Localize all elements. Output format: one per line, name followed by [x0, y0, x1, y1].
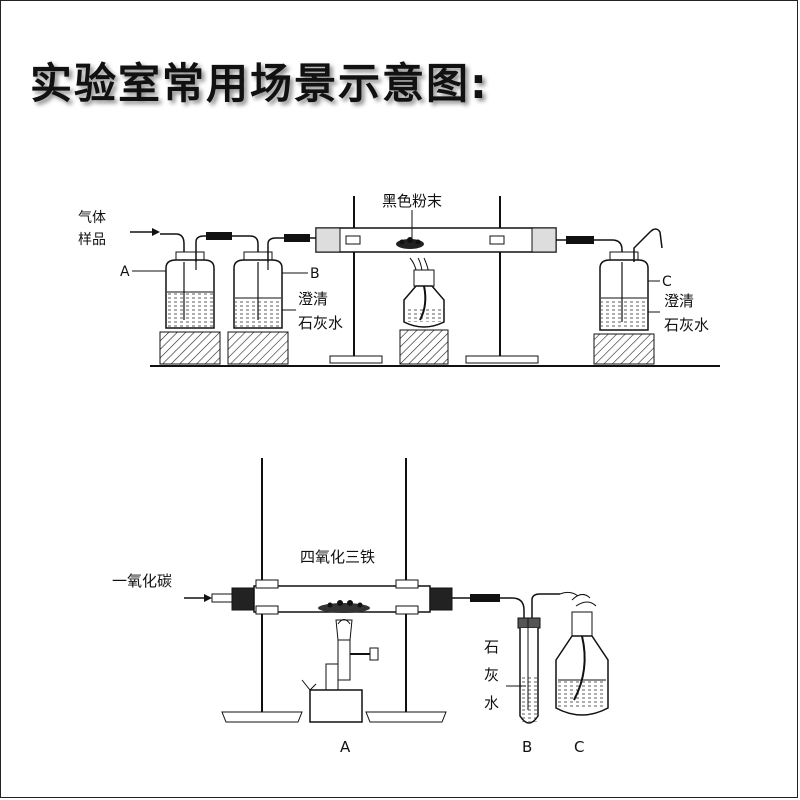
label-b-bottom: B — [522, 738, 532, 756]
co-inlet-arrow — [184, 594, 212, 602]
limewater-label-3: 水 — [484, 694, 499, 712]
connector-b-reactor — [284, 234, 310, 242]
connector-bottom — [470, 594, 500, 602]
lamp-c-bottom — [555, 591, 609, 716]
label-c-bottom: C — [574, 738, 584, 756]
block-a — [159, 331, 221, 365]
bottle-a — [159, 251, 221, 365]
limewater-c-label-2: 石灰水 — [664, 316, 709, 334]
tube-reactor-c — [556, 239, 623, 262]
block-c — [593, 333, 655, 365]
iron-oxide-label: 四氧化三铁 — [300, 548, 375, 566]
label-a-bottom: A — [340, 738, 351, 756]
bottle-b — [227, 251, 289, 365]
black-powder-pile — [396, 237, 424, 249]
connector-a-b — [206, 232, 232, 240]
top-apparatus: 气体 样品 A B 澄清 — [78, 192, 720, 367]
iron-stand-right — [465, 196, 539, 364]
gas-sample-label-2: 样品 — [78, 232, 106, 248]
limewater-label-2: 灰 — [484, 666, 499, 684]
block-b — [227, 331, 289, 365]
label-b-top: B — [310, 266, 320, 282]
lamp-a-bottom — [301, 619, 379, 723]
reaction-tube — [315, 227, 557, 253]
limewater-label-1: 石 — [484, 638, 499, 656]
bottom-reaction-tube — [211, 579, 453, 615]
iron-oxide-powder — [318, 600, 370, 613]
test-tube-b — [517, 593, 560, 724]
limewater-b-label-2: 石灰水 — [298, 314, 343, 332]
tube-to-b-bottom — [452, 597, 525, 620]
alcohol-lamp-top — [399, 257, 449, 365]
label-a-top: A — [120, 264, 130, 280]
connector-reactor-c — [566, 236, 594, 244]
carbon-monoxide-label: 一氧化碳 — [112, 572, 172, 590]
limewater-b-label-1: 澄清 — [298, 290, 328, 308]
iron-stand-left — [329, 196, 383, 364]
limewater-c-label-1: 澄清 — [664, 292, 694, 310]
gas-inlet-arrow — [130, 228, 160, 236]
label-c-top: C — [662, 274, 672, 290]
bottle-c — [593, 228, 663, 365]
gas-sample-label-1: 气体 — [78, 210, 106, 226]
black-powder-label: 黑色粉末 — [382, 192, 442, 210]
bottom-apparatus: 一氧化碳 四氧化三铁 — [112, 458, 609, 756]
tube-b-reactor — [267, 237, 316, 262]
inlet-tube — [160, 233, 185, 262]
page-title: 实验室常用场景示意图: — [30, 59, 489, 108]
block-lamp — [399, 329, 449, 365]
